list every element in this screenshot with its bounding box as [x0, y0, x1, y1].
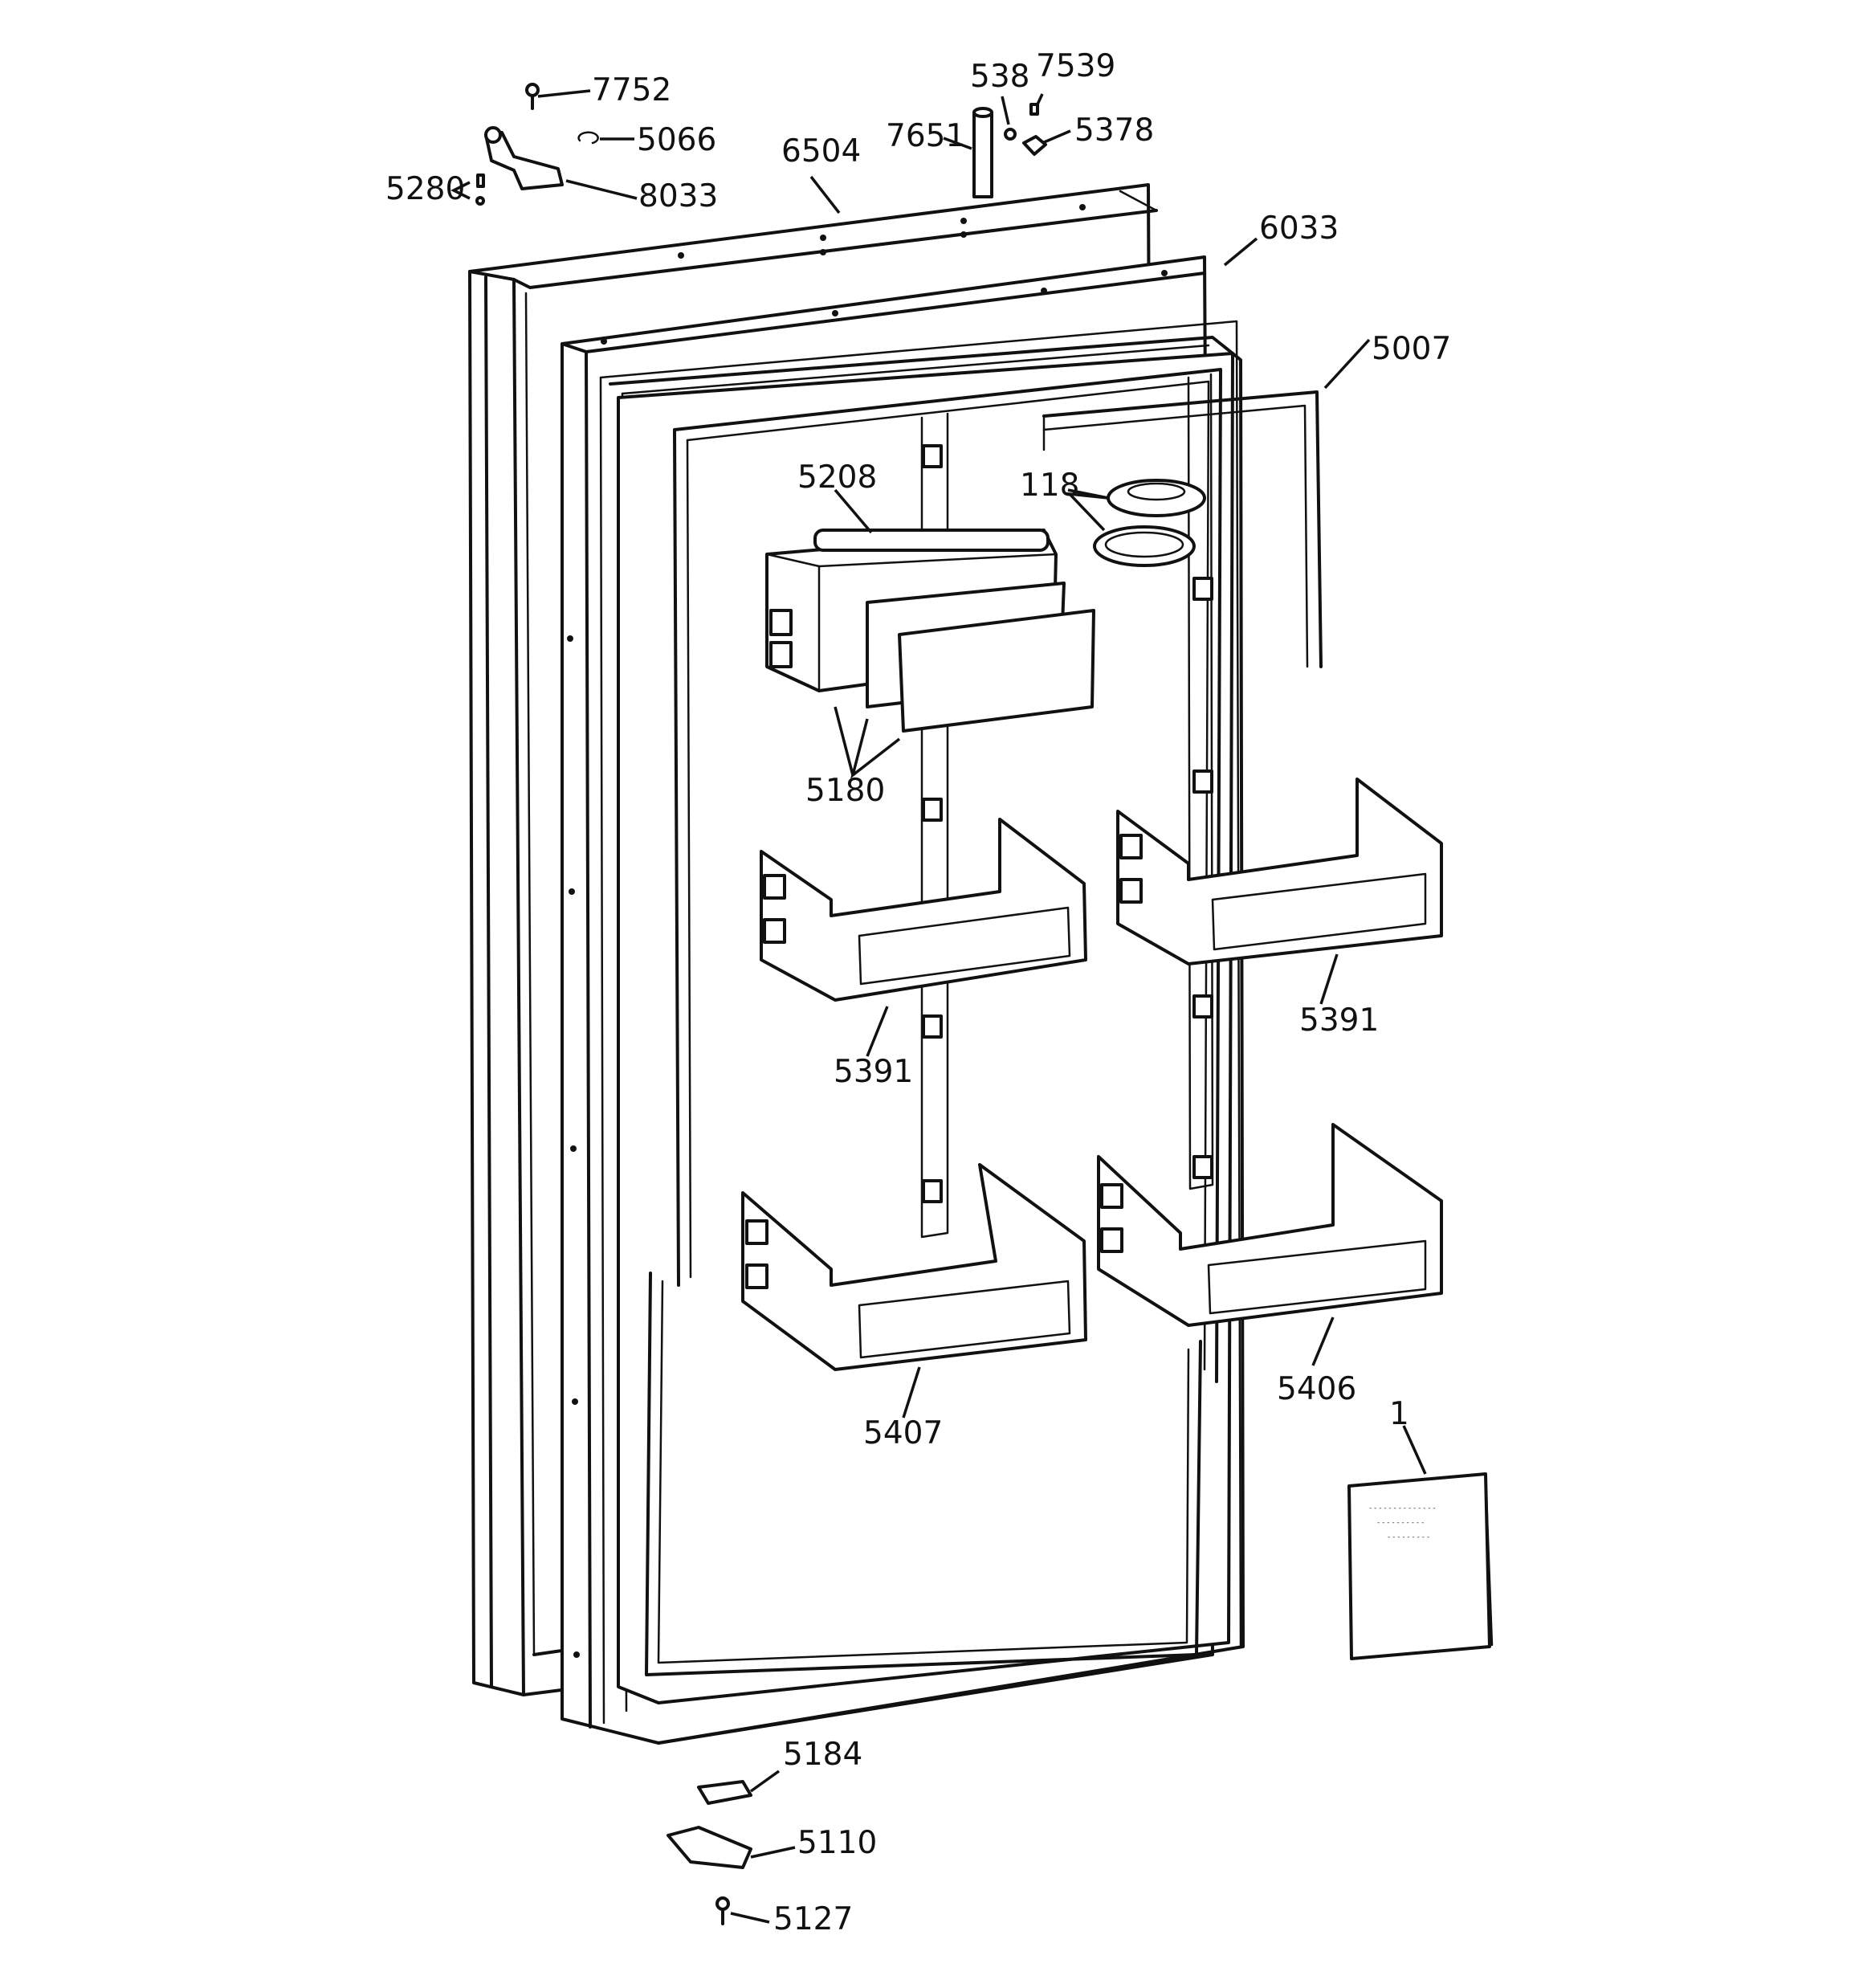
hinge-pin-assembly [972, 103, 1047, 198]
callout-5184: 5184 [783, 1737, 862, 1773]
callout-5007: 5007 [1372, 331, 1451, 367]
callout-5110: 5110 [797, 1825, 877, 1861]
leader-lines [450, 89, 1427, 1924]
door-bin-upper-left [760, 818, 1087, 1002]
callout-118: 118 [1020, 467, 1079, 504]
callout-5391-right: 5391 [1299, 1002, 1379, 1039]
callout-7539: 7539 [1036, 48, 1115, 84]
callout-7752: 7752 [592, 72, 671, 108]
svg-text:- - - - - - - - - - - - - -: - - - - - - - - - - - - - - [1369, 1504, 1436, 1512]
callout-5127: 5127 [773, 1901, 853, 1937]
door-bin-lower-left [741, 1163, 1087, 1371]
callout-6504: 6504 [781, 133, 861, 169]
callout-7651: 7651 [886, 118, 965, 154]
bottom-hinge-hardware [667, 1780, 752, 1925]
callout-538: 538 [970, 59, 1029, 95]
callout-5280: 5280 [385, 171, 465, 207]
callout-labels: 7752 5066 5280 8033 6504 7651 538 7539 5… [385, 48, 1451, 1937]
svg-text:- - - - - - - - - -: - - - - - - - - - - [1377, 1519, 1424, 1527]
callout-8033: 8033 [638, 178, 718, 214]
egg-tray-set [1093, 479, 1206, 567]
owners-manual: - - - - - - - - - - - - - - - - - - - - … [1347, 1472, 1494, 1660]
door-bin-lower-right [1097, 1123, 1443, 1327]
callout-5406: 5406 [1277, 1371, 1356, 1407]
door-bin-upper-right [1116, 778, 1443, 965]
callout-5208: 5208 [797, 459, 877, 496]
callout-5391-left: 5391 [834, 1054, 913, 1090]
callout-5407: 5407 [863, 1415, 943, 1451]
callout-5066: 5066 [637, 122, 716, 158]
dairy-compartment [765, 529, 1095, 733]
top-hinge-hardware [475, 83, 599, 206]
callout-1: 1 [1389, 1396, 1409, 1432]
svg-text:- - - - - - - - -: - - - - - - - - - [1388, 1533, 1429, 1541]
shelf-rails [920, 373, 1214, 1239]
callout-6033: 6033 [1259, 210, 1339, 247]
callout-5378: 5378 [1074, 112, 1154, 149]
callout-5180: 5180 [805, 773, 885, 809]
